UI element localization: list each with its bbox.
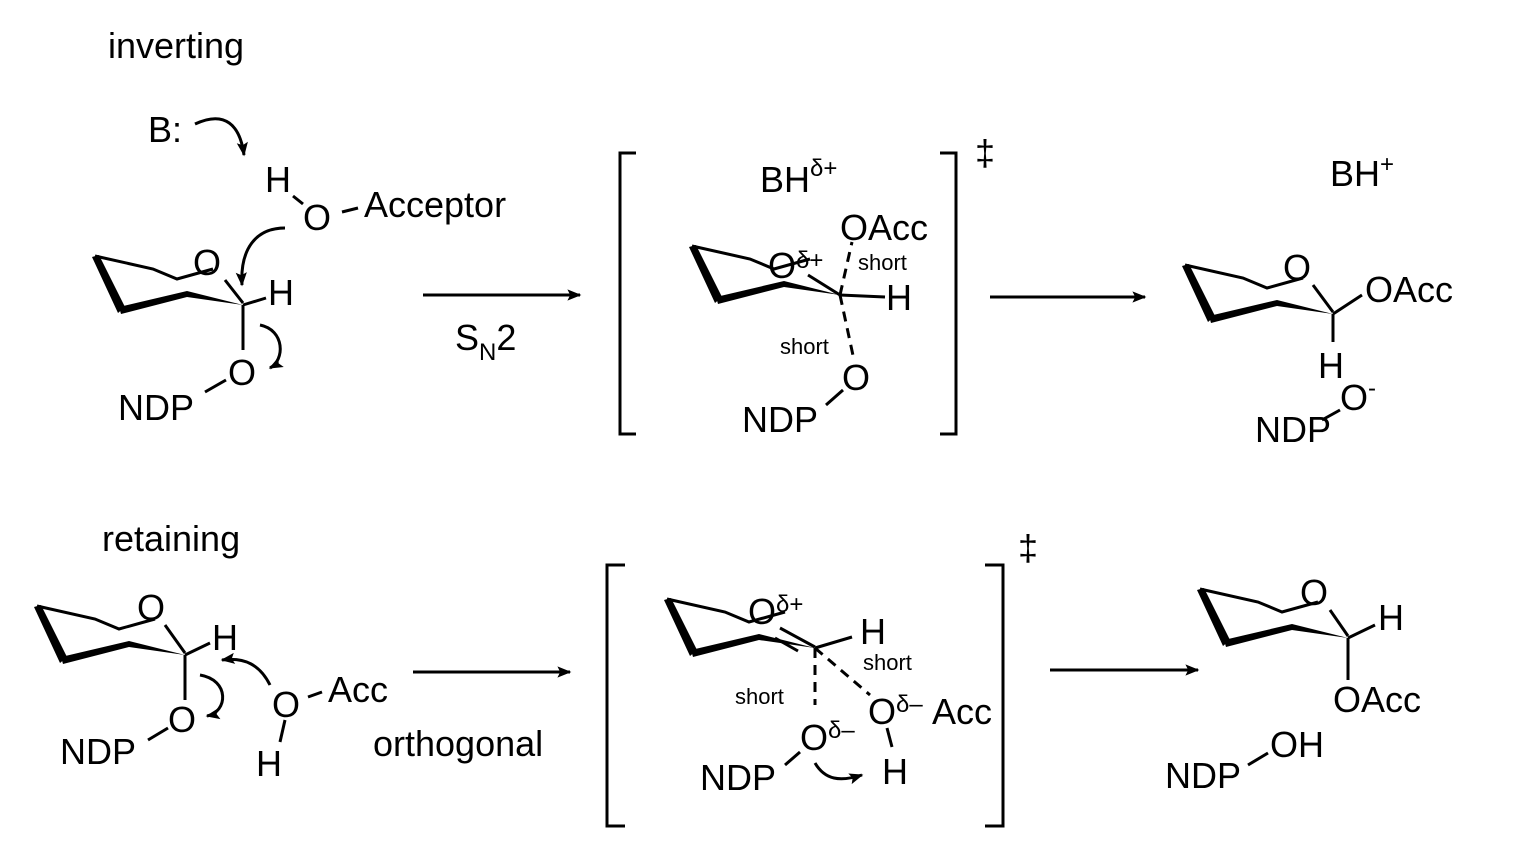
curved-arrow-leaving bbox=[199, 673, 225, 720]
acceptor-h: H bbox=[256, 743, 282, 784]
ts-leaving-oxygen: O bbox=[842, 357, 870, 398]
product-h: H bbox=[1378, 597, 1404, 638]
bracket-right bbox=[940, 151, 958, 436]
ts-dagger: ‡ bbox=[975, 132, 995, 173]
ts-dagger: ‡ bbox=[1018, 527, 1038, 568]
ring-oxygen: O bbox=[193, 242, 221, 283]
product-ndp: NDP bbox=[1255, 409, 1331, 450]
acceptor: B: H O Acceptor bbox=[148, 109, 506, 238]
ts-ndp: NDP bbox=[742, 399, 818, 440]
ts-h: H bbox=[886, 277, 912, 318]
acceptor-acc: Acc bbox=[328, 669, 388, 710]
ndp-label: NDP bbox=[60, 731, 136, 772]
retaining-scheme: retaining O H O NDP O H Acc orthogonal bbox=[32, 518, 1421, 828]
product-ring-oxygen: O bbox=[1300, 572, 1328, 613]
product-inverting: BH+ O OAcc H O- NDP bbox=[1180, 151, 1453, 450]
inverting-label: inverting bbox=[108, 25, 244, 66]
transition-state-inverting: ‡ BHδ+ Oδ+ H OAcc short short O NDP bbox=[618, 132, 995, 440]
product-oacc: OAcc bbox=[1365, 269, 1453, 310]
ts-acceptor-oxygen: Oδ– bbox=[868, 691, 923, 732]
bracket-left bbox=[618, 151, 636, 436]
anomeric-h: H bbox=[212, 617, 238, 658]
retaining-label: retaining bbox=[102, 518, 240, 559]
product-h: H bbox=[1318, 345, 1344, 386]
acceptor-oxygen: O bbox=[303, 197, 331, 238]
curved-arrow-leaving bbox=[259, 323, 284, 370]
ts-ndp-oxygen: Oδ– bbox=[800, 717, 855, 758]
bracket-right bbox=[985, 563, 1005, 828]
ring-oxygen: O bbox=[137, 587, 165, 628]
ts-h: H bbox=[860, 611, 886, 652]
product-ring-oxygen: O bbox=[1283, 247, 1311, 288]
anomeric-h: H bbox=[268, 272, 294, 313]
curved-arrow-proton bbox=[813, 762, 864, 785]
ndp-label: NDP bbox=[118, 387, 194, 428]
reactant-donor: O H O NDP bbox=[90, 242, 294, 428]
inverting-scheme: inverting O H O NDP B: H O Acceptor SN2 bbox=[90, 25, 1453, 450]
acceptor-label: Acceptor bbox=[364, 184, 506, 225]
short-label-2: short bbox=[780, 334, 829, 359]
ts-oacc: OAcc bbox=[840, 207, 928, 248]
product-ndp: NDP bbox=[1165, 755, 1241, 796]
product-o-anion: O- bbox=[1340, 375, 1376, 418]
sn2-label: SN2 bbox=[455, 317, 516, 366]
acceptor-retaining: O H Acc bbox=[220, 652, 388, 784]
short-label-1: short bbox=[858, 250, 907, 275]
product-bh: BH+ bbox=[1330, 151, 1394, 194]
bracket-left bbox=[605, 563, 625, 828]
transition-state-retaining: ‡ Oδ+ H short short Oδ– Oδ– Acc H NDP bbox=[605, 527, 1038, 828]
leaving-oxygen: O bbox=[168, 699, 196, 740]
base-label: B: bbox=[148, 109, 182, 150]
curved-arrow-base bbox=[194, 117, 248, 157]
ts-ring-oxygen: Oδ+ bbox=[768, 245, 823, 286]
curved-arrow-nucleophile bbox=[220, 652, 272, 686]
curved-arrow-nucleophile bbox=[235, 226, 286, 287]
short-label-1: short bbox=[863, 650, 912, 675]
leaving-oxygen: O bbox=[228, 352, 256, 393]
ts-bh: BHδ+ bbox=[760, 155, 837, 200]
product-retaining: O H OAcc NDP OH bbox=[1165, 572, 1421, 796]
reactant-donor-retaining: O H O NDP bbox=[32, 587, 238, 772]
acceptor-oxygen: O bbox=[272, 684, 300, 725]
ts-h2: H bbox=[882, 751, 908, 792]
ts-acc: Acc bbox=[932, 691, 992, 732]
ts-ring-oxygen: Oδ+ bbox=[748, 591, 803, 632]
product-oh: OH bbox=[1270, 724, 1324, 765]
ts-ndp: NDP bbox=[700, 757, 776, 798]
acceptor-h: H bbox=[265, 159, 291, 200]
product-oacc: OAcc bbox=[1333, 679, 1421, 720]
short-label-2: short bbox=[735, 684, 784, 709]
orthogonal-label: orthogonal bbox=[373, 723, 543, 764]
